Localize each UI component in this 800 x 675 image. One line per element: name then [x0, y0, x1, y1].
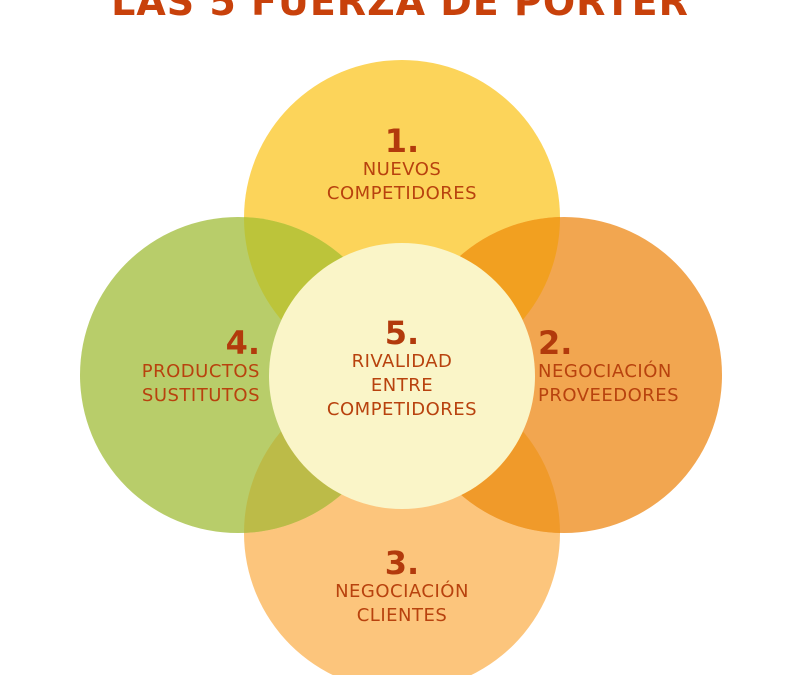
force-3-label: 3. NEGOCIACIÓN CLIENTES — [292, 546, 512, 628]
force-5-line2: ENTRE — [370, 375, 434, 396]
force-4-number: 4. — [225, 324, 260, 362]
force-3-line1: NEGOCIACIÓN — [335, 581, 469, 602]
force-4-line2: SUSTITUTOS — [141, 385, 260, 406]
diagram-title: LAS 5 FUERZA DE PORTER — [111, 0, 689, 24]
force-2-number: 2. — [538, 324, 573, 362]
force-5-number: 5. — [384, 314, 420, 352]
force-2-line2: PROVEEDORES — [538, 385, 680, 406]
force-3-number: 3. — [384, 544, 420, 582]
force-2-label: 2. NEGOCIACIÓN PROVEEDORES — [538, 326, 708, 408]
circle-rivalidad-entre-competidores — [269, 243, 535, 509]
force-1-line1: NUEVOS — [362, 159, 442, 180]
force-5-line1: RIVALIDAD — [351, 351, 453, 372]
force-1-label: 1. NUEVOS COMPETIDORES — [292, 124, 512, 206]
force-5-line3: COMPETIDORES — [326, 399, 478, 420]
force-5-label: 5. RIVALIDAD ENTRE COMPETIDORES — [292, 316, 512, 422]
force-3-line2: CLIENTES — [356, 605, 448, 626]
force-4-label: 4. PRODUCTOS SUSTITUTOS — [104, 326, 260, 408]
force-2-line1: NEGOCIACIÓN — [538, 361, 672, 382]
force-4-line1: PRODUCTOS — [141, 361, 260, 382]
force-1-number: 1. — [384, 122, 420, 160]
force-1-line2: COMPETIDORES — [326, 183, 478, 204]
